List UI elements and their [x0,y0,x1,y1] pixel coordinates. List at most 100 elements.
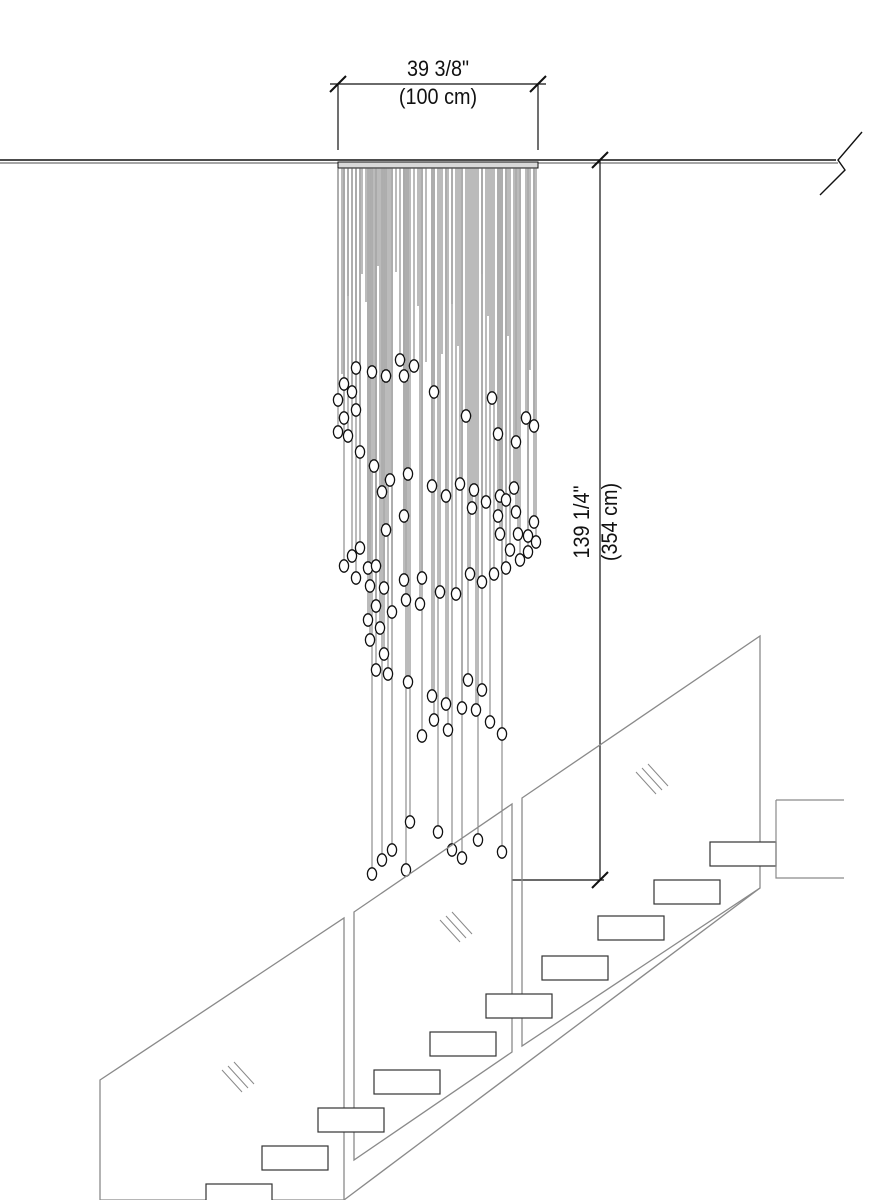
crystal [480,495,492,509]
crystal [468,483,480,497]
crystal [508,481,520,495]
crystal [398,369,410,383]
stair-tread [597,915,665,941]
crystal [386,843,398,857]
crystal [464,567,476,581]
crystal [450,587,462,601]
crystal [338,559,350,573]
crystal [374,621,386,635]
crystal [376,485,388,499]
crystal [370,559,382,573]
stair-tread [429,1031,497,1057]
stair-tread [653,879,721,905]
crystal [504,543,516,557]
crystal [462,673,474,687]
crystal [528,419,540,433]
crystal [434,585,446,599]
glass-glare-marks [221,763,669,1093]
width-imperial: 39 3/8" [406,56,470,81]
crystal [354,445,366,459]
crystal [350,361,362,375]
crystal [402,467,414,481]
landing [775,799,844,879]
crystal [366,365,378,379]
crystal [380,523,392,537]
crystal [432,825,444,839]
crystal [400,593,412,607]
crystal [496,845,508,859]
crystal [370,599,382,613]
crystal [366,867,378,881]
crystal [384,473,396,487]
crystal [332,425,344,439]
crystal [416,729,428,743]
crystal [520,411,532,425]
crystal [378,647,390,661]
crystal [466,501,478,515]
crystal [512,527,524,541]
stair-tread [541,955,609,981]
crystal [350,571,362,585]
crystal [426,479,438,493]
stair-tread [709,841,777,867]
crystal [522,545,534,559]
stair-tread [317,1107,385,1133]
crystal [530,535,542,549]
glass-panel-middle [353,802,513,1162]
height-metric: (354 cm) [597,482,622,562]
width-metric: (100 cm) [398,84,478,109]
stair-tread [485,993,553,1019]
crystal [476,575,488,589]
crystal [404,815,416,829]
crystal [368,459,380,473]
crystal [338,411,350,425]
glass-panel-right [521,634,761,1048]
crystal [378,581,390,595]
crystal [488,567,500,581]
crystal [440,489,452,503]
crystal [414,597,426,611]
crystal [500,493,512,507]
canopy [337,161,539,169]
width-dimension-label: 39 3/8" (100 cm) [384,55,492,111]
crystal [386,605,398,619]
crystal [416,571,428,585]
crystal [362,613,374,627]
crystal [528,515,540,529]
crystal [522,529,534,543]
crystal [472,833,484,847]
crystal [428,385,440,399]
crystal [500,561,512,575]
crystal [494,527,506,541]
crystal-drops [332,353,542,881]
crystal [408,359,420,373]
crystal [514,553,526,567]
crystal [476,683,488,697]
crystal [484,715,496,729]
glass-balustrade [99,634,761,1200]
crystal [492,509,504,523]
crystal [346,385,358,399]
pendant-strands [337,168,537,868]
crystal [394,353,406,367]
height-dimension-lines [512,151,609,889]
stair-tread [205,1183,273,1200]
crystal [496,727,508,741]
width-dimension-lines [329,75,547,150]
crystal [376,853,388,867]
glass-panel-left [99,916,345,1200]
crystal [398,509,410,523]
crystal [354,541,366,555]
crystal [428,713,440,727]
crystal [398,573,410,587]
crystal [442,723,454,737]
crystal [510,435,522,449]
crystal [370,663,382,677]
ceiling-break-symbol [819,131,863,196]
crystal [460,409,472,423]
crystal [350,403,362,417]
crystal [342,429,354,443]
crystal [332,393,344,407]
crystal [454,477,466,491]
